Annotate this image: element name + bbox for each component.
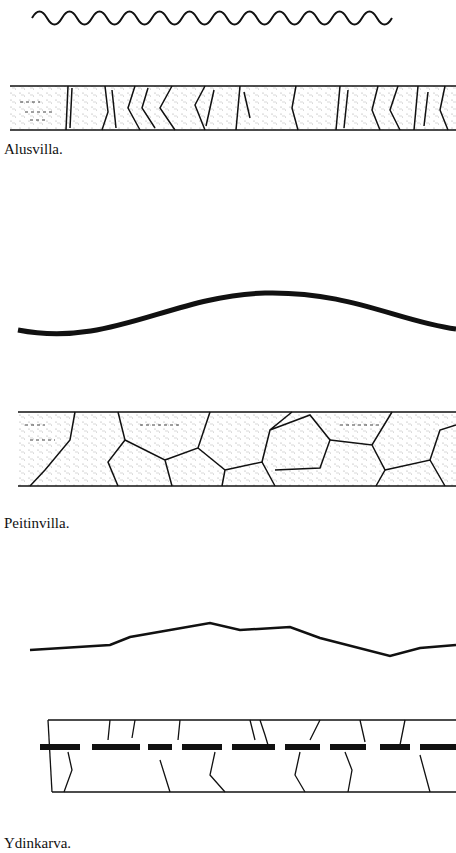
fiber-type-label: Peitinvilla.: [4, 514, 69, 532]
guard-wool-fiber: [18, 412, 456, 486]
crimp-line: [30, 623, 456, 656]
fiber-type-label: Alusvilla.: [4, 140, 63, 158]
kemp-fiber: [40, 720, 456, 792]
crimp-wave: [32, 12, 392, 25]
fiber-type-label: Ydinkarva.: [4, 834, 71, 852]
underwool-fiber: [10, 86, 456, 130]
crimp-wave: [18, 293, 456, 334]
